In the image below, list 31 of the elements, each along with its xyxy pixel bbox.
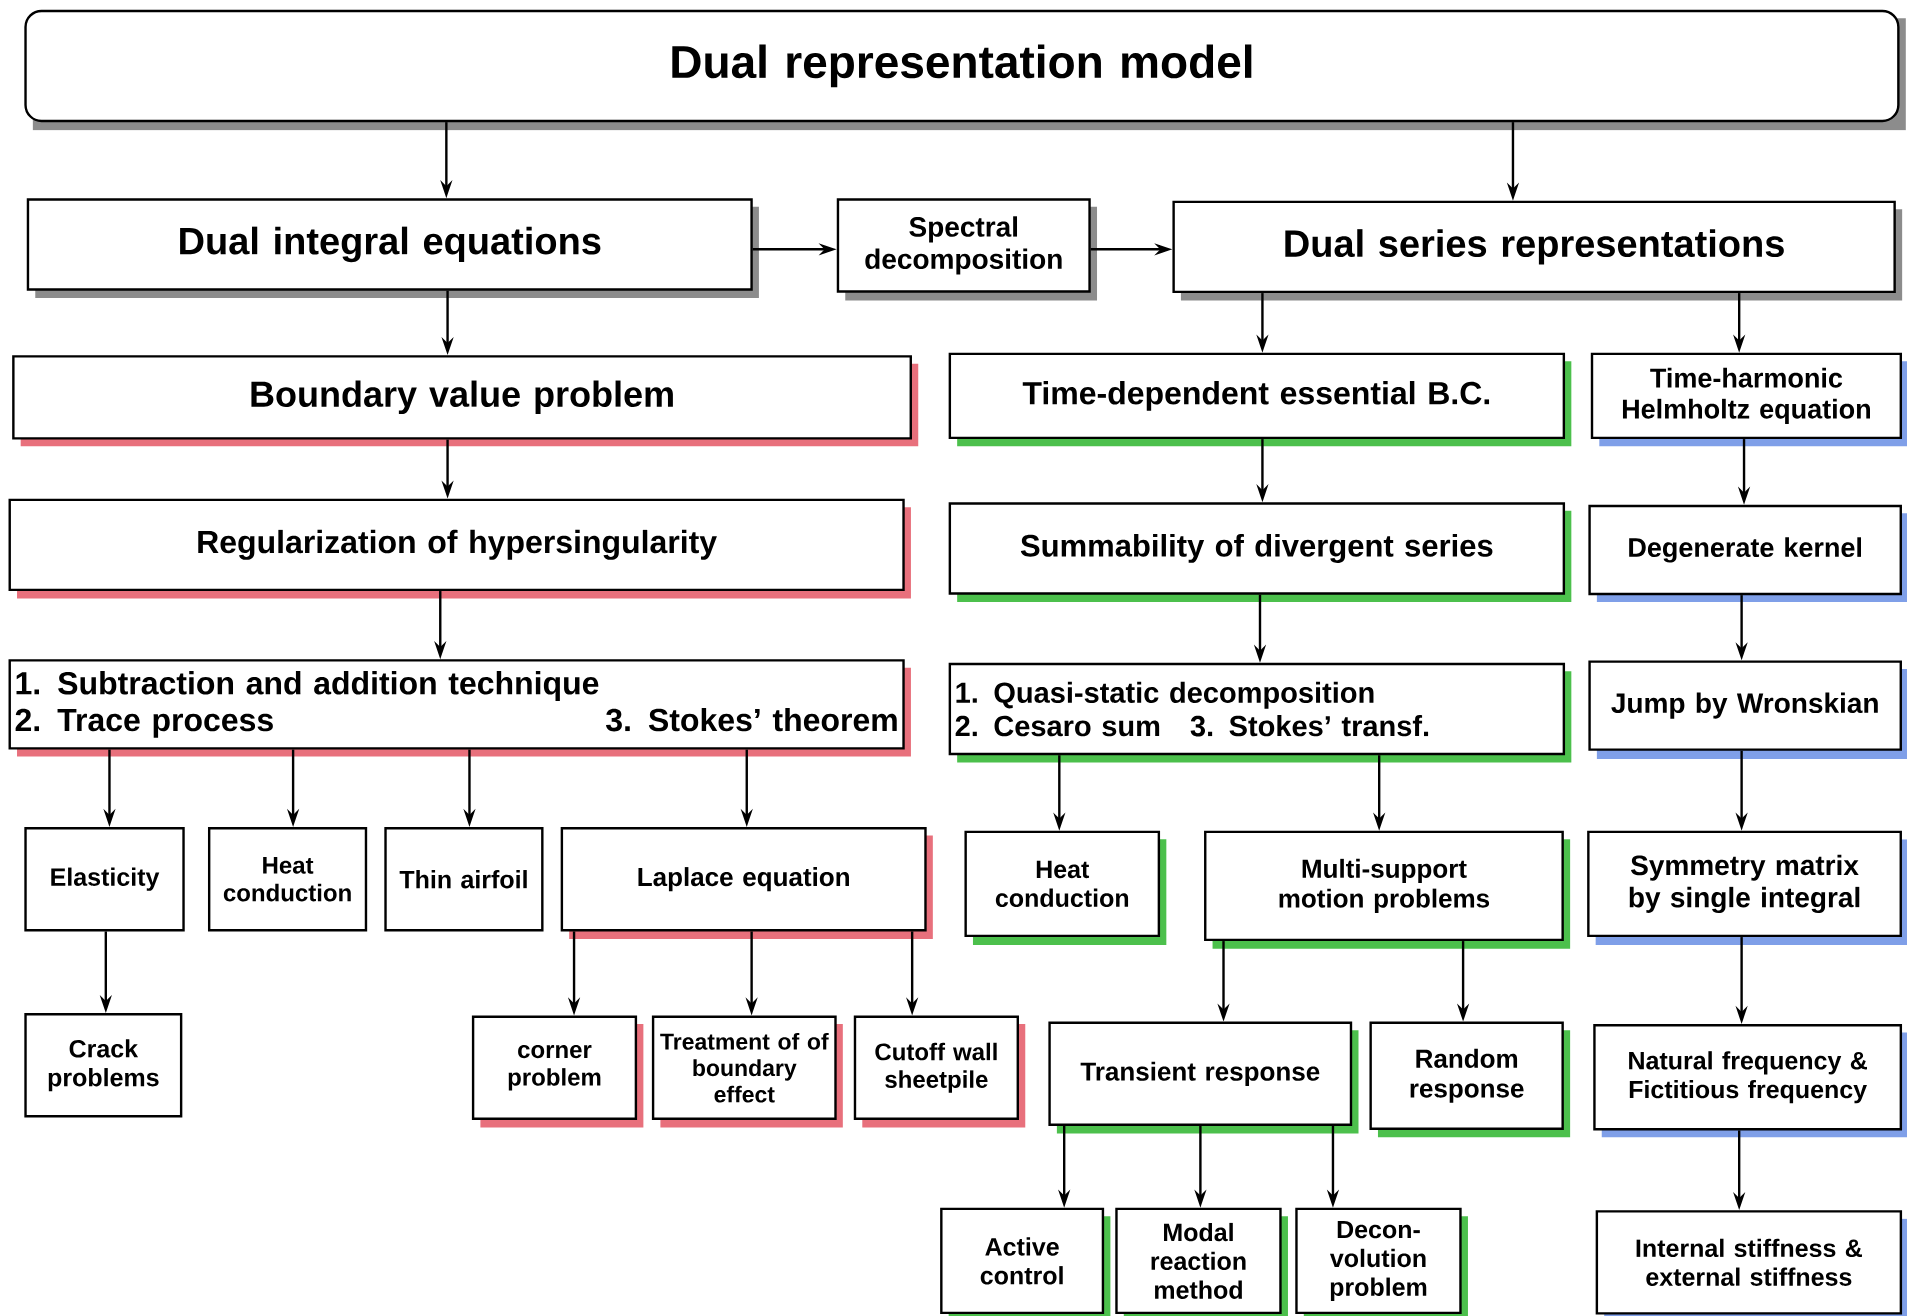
title-box: Dual representation model (24, 9, 1906, 131)
process-box: corner problem (471, 1015, 644, 1128)
process-box: Decon-volution problem (1295, 1207, 1468, 1316)
process-box: Dual integral equations (26, 198, 759, 298)
process-box: Treatment of of boundary effect (651, 1015, 843, 1128)
process-box: Jump by Wronskian (1588, 660, 1907, 759)
process-box: Modal reaction method (1115, 1207, 1288, 1316)
process-box: Heat conduction (964, 830, 1167, 946)
process-box: Transient response (1048, 1021, 1359, 1134)
process-box: Multi-support motion problems (1204, 830, 1571, 949)
process-box: Dual series representations (1172, 200, 1903, 301)
process-box: Time-dependent essential B.C. (948, 352, 1572, 447)
process-box: Time-harmonic Helmholtz equation (1590, 352, 1907, 447)
process-box: Cutoff wall sheetpile (853, 1015, 1026, 1128)
process-box: Crack problems (24, 1013, 183, 1118)
process-box: Heat conduction (208, 827, 368, 932)
process-box: Internal stiffness & external stiffness (1595, 1210, 1907, 1316)
process-box: 1. Quasi-static decomposition 2. Cesaro sum 3. Stokes’ transf. (948, 662, 1572, 763)
process-box: Elasticity (24, 827, 185, 932)
process-box: Spectral decomposition (836, 198, 1097, 301)
process-box: Regularization of hypersingularity (8, 498, 911, 599)
process-box: Random response (1369, 1021, 1571, 1138)
process-box: Degenerate kernel (1588, 504, 1907, 603)
process-box: Boundary value problem (12, 355, 919, 447)
process-box: Active control (940, 1207, 1111, 1316)
process-box: 1. Subtraction and addition technique 2. Trace process 3. Stokes’ theorem (8, 659, 911, 757)
process-box: Summability of divergent series (948, 502, 1572, 603)
process-box: Symmetry matrix by single integral (1587, 830, 1907, 946)
process-box: Natural frequency & Fictitious frequency (1593, 1024, 1907, 1138)
process-box: Laplace equation (560, 827, 933, 939)
process-box: Thin airfoil (384, 827, 544, 932)
